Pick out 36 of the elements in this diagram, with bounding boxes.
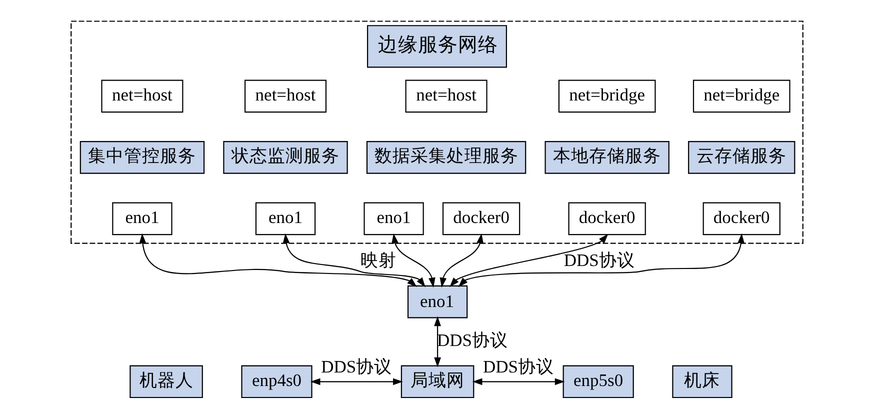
node-box: 机器人 — [129, 365, 202, 398]
node-box: 局域网 — [400, 365, 474, 398]
node-box: net=host — [244, 80, 326, 113]
node-box: 云存储服务 — [688, 141, 795, 174]
node-box: 机床 — [672, 365, 732, 398]
node-box: net=host — [100, 80, 183, 113]
node-box: net=host — [404, 80, 487, 113]
arrow — [282, 233, 425, 288]
node-box: docker0 — [442, 202, 520, 236]
edge-label: DDS协议 — [482, 356, 554, 377]
node-box: eno1 — [112, 202, 172, 236]
arrow — [391, 233, 435, 288]
node-box: eno1 — [363, 202, 424, 236]
node-box: enp4s0 — [240, 365, 312, 398]
edge-label: 映射 — [360, 250, 396, 270]
arrow — [310, 378, 402, 386]
arrow — [439, 233, 484, 288]
node-box: eno1 — [254, 202, 316, 236]
node-box: docker0 — [702, 202, 780, 236]
node-box: docker0 — [568, 202, 646, 236]
node-box: enp5s0 — [562, 365, 634, 398]
node-box: eno1 — [406, 285, 468, 318]
arrow — [138, 233, 416, 288]
node-box: net=bridge — [558, 80, 656, 113]
edge-label: DDS协议 — [563, 250, 634, 270]
node-box: 状态监测服务 — [222, 141, 348, 174]
node-box: 本地存储服务 — [544, 141, 669, 174]
arrow — [458, 233, 744, 288]
arrow — [472, 378, 564, 386]
node-box: 数据采集处理服务 — [366, 141, 526, 174]
node-box: net=bridge — [692, 80, 790, 113]
arrow — [449, 234, 608, 288]
edge-label: DDS协议 — [320, 356, 392, 377]
arrow — [434, 316, 440, 368]
edge-label: DDS协议 — [436, 330, 508, 350]
node-box: 集中管控服务 — [79, 141, 204, 174]
